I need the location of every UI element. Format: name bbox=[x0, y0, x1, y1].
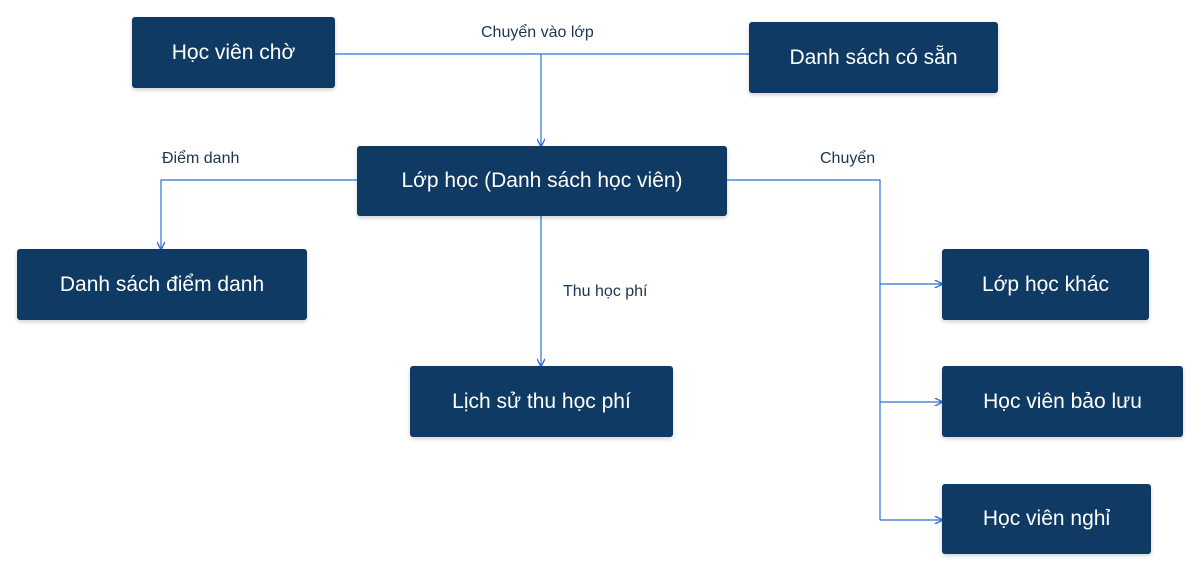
edge-transfer-bus bbox=[727, 179, 881, 520]
node-waiting-students: Học viên chờ bbox=[132, 17, 335, 88]
node-available-list: Danh sách có sẵn bbox=[749, 22, 998, 93]
label-attendance: Điểm danh bbox=[162, 150, 240, 167]
label-move-to-class: Chuyển vào lớp bbox=[481, 24, 594, 41]
label-transfer: Chuyển bbox=[820, 150, 876, 167]
node-attendance-list: Danh sách điểm danh bbox=[17, 249, 307, 320]
node-fee-history: Lịch sử thu học phí bbox=[410, 366, 673, 437]
edge-attendance bbox=[161, 179, 357, 249]
label-collect-fee: Thu học phí bbox=[563, 283, 648, 300]
node-dropped-students: Học viên nghỉ bbox=[942, 484, 1151, 554]
node-reserved-students: Học viên bảo lưu bbox=[942, 366, 1183, 437]
node-other-class: Lớp học khác bbox=[942, 249, 1149, 320]
node-class: Lớp học (Danh sách học viên) bbox=[357, 146, 727, 216]
